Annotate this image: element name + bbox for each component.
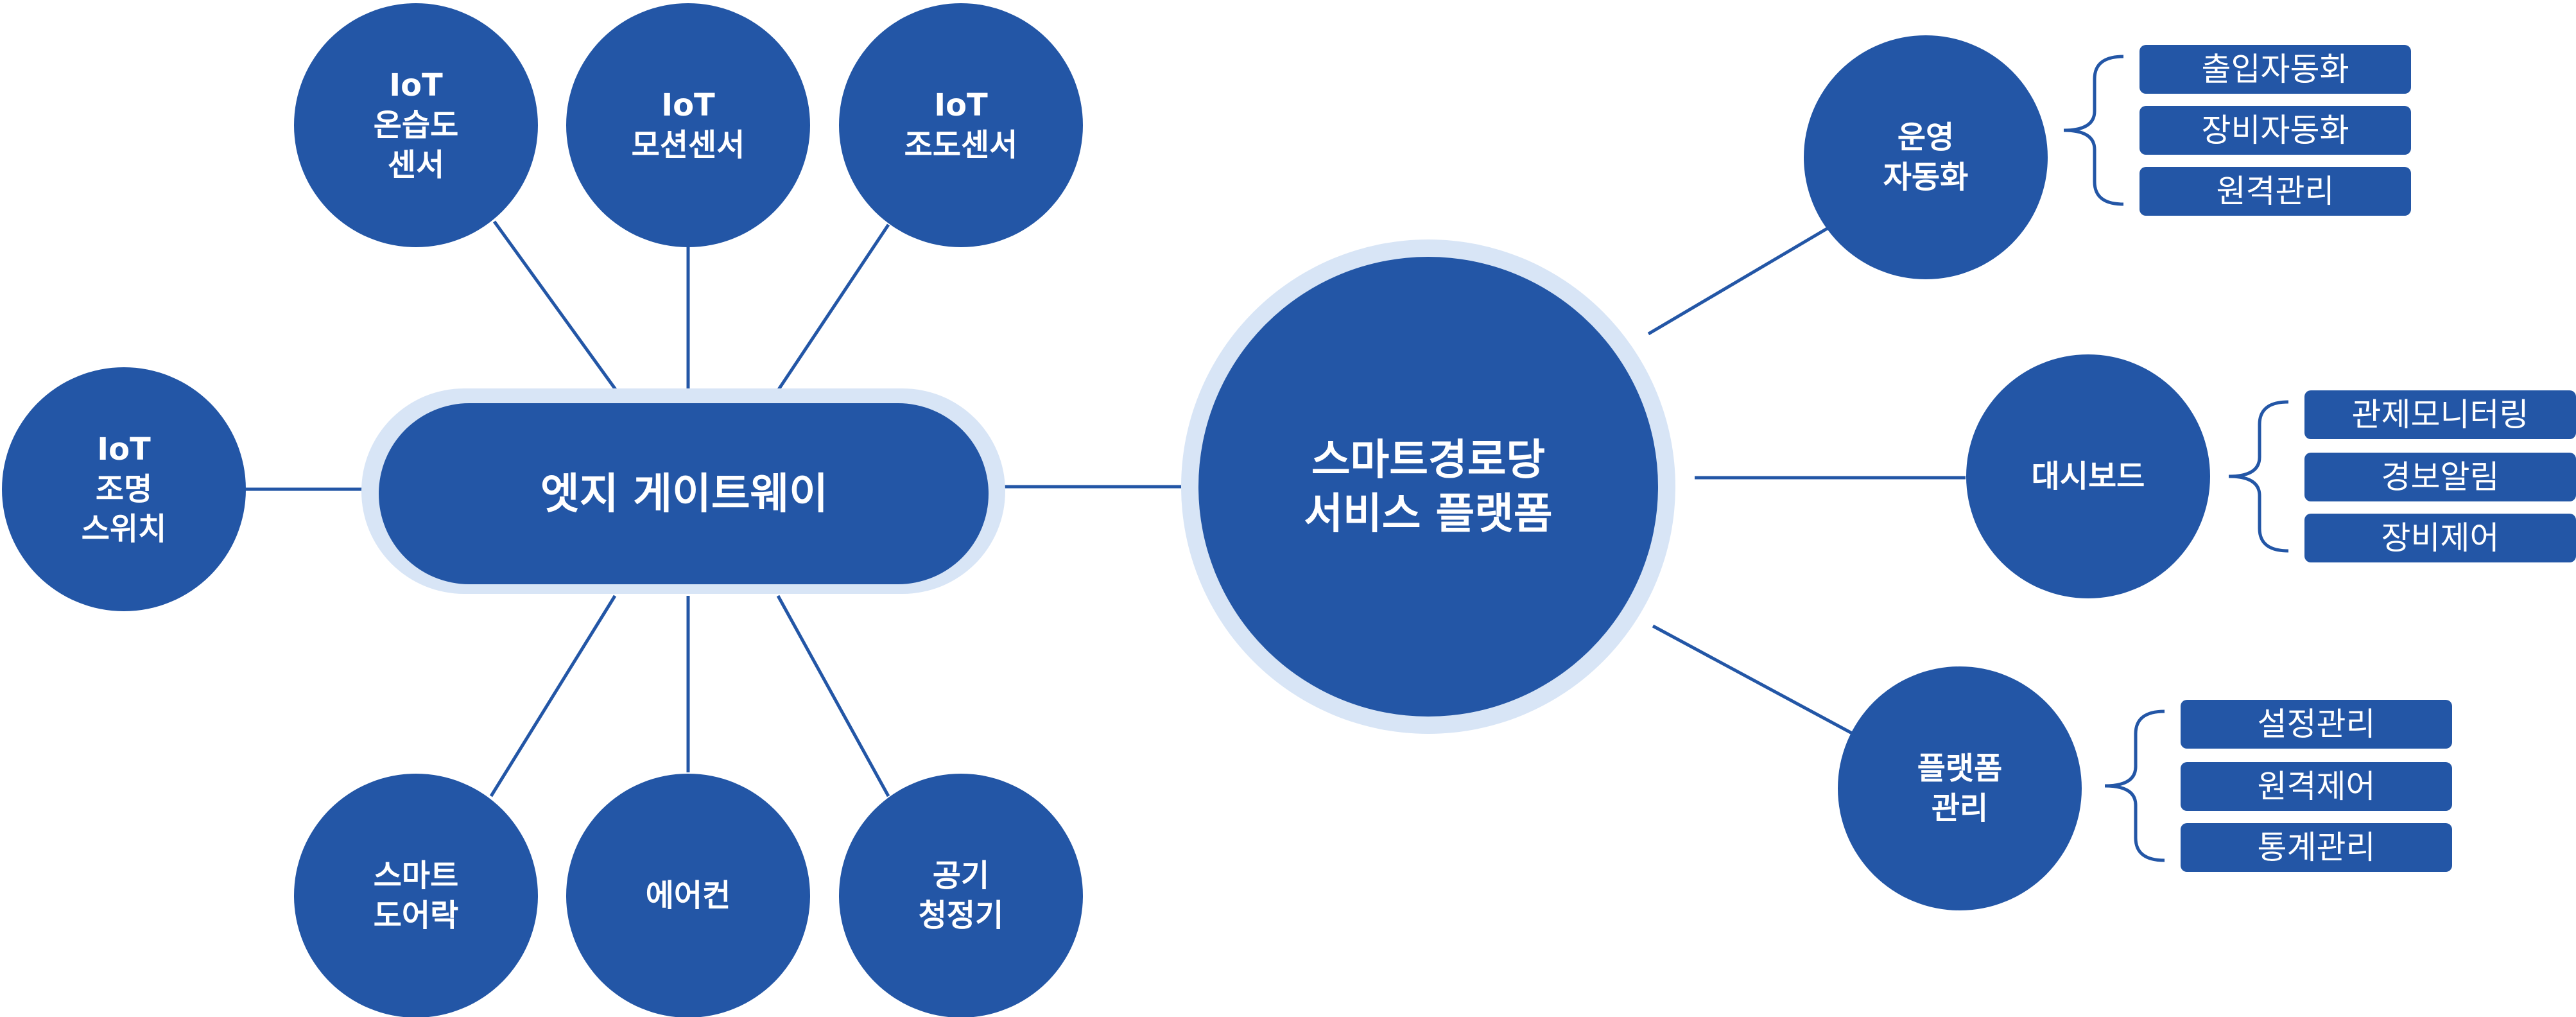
device-node-3: IoT 조도센서 — [839, 3, 1083, 247]
device-label: 스위치 — [82, 511, 166, 547]
device-circle — [566, 3, 810, 247]
device-connector-3 — [776, 223, 890, 392]
service-label: 운영 — [1897, 119, 1954, 155]
connector-layer — [244, 220, 1966, 797]
service-tag-label: 경보알림 — [2382, 458, 2500, 496]
device-connector-5 — [489, 595, 617, 797]
service-circle — [1838, 666, 2082, 910]
device-label: IoT — [389, 67, 443, 103]
service-tag-label: 장비자동화 — [2202, 112, 2349, 149]
platform-circle — [1198, 257, 1658, 717]
device-label: 모션센서 — [632, 127, 745, 163]
service-bracket — [2063, 55, 2124, 206]
device-circle — [294, 3, 538, 247]
device-label: IoT — [97, 431, 151, 467]
service-connector-1 — [1647, 226, 1829, 336]
device-circle — [2, 367, 246, 611]
gateway-pill — [379, 403, 989, 584]
device-label: IoT — [661, 87, 715, 123]
service-tag-label: 원격제어 — [2258, 768, 2376, 805]
service-tag-label: 통계관리 — [2258, 829, 2376, 866]
service-tag-label: 설정관리 — [2258, 706, 2376, 743]
device-label: 청정기 — [919, 898, 1003, 934]
service-tag-label: 장비제어 — [2382, 519, 2500, 557]
service-label: 대시보드 — [2032, 458, 2145, 494]
service-label: 자동화 — [1883, 159, 1968, 195]
service-tag-box — [2139, 106, 2411, 155]
device-label: 도어락 — [374, 898, 458, 934]
service-tag-box — [2304, 390, 2576, 439]
service-label: 플랫폼 — [1917, 751, 2002, 787]
service-tag-box — [2139, 167, 2411, 216]
device-node-6: 에어컨 — [566, 774, 810, 1017]
service-tag-box — [2139, 45, 2411, 94]
device-node-2: IoT 모션센서 — [566, 3, 810, 247]
device-circle — [839, 3, 1083, 247]
service-bracket — [2104, 709, 2165, 862]
service-label: 관리 — [1932, 790, 1988, 826]
gateway-label: 엣지 게이트웨이 — [540, 469, 828, 519]
device-label: 센서 — [388, 147, 444, 183]
service-tag-label: 관제모니터링 — [2352, 396, 2529, 433]
service-tag-box — [2304, 453, 2576, 501]
service-connector-3 — [1652, 624, 1853, 735]
service-tag-label: 출입자동화 — [2202, 51, 2349, 88]
service-tag-label: 원격관리 — [2217, 173, 2335, 210]
service-circle — [1966, 354, 2210, 598]
service-tag-box — [2181, 700, 2452, 749]
service-tag-box — [2304, 514, 2576, 562]
device-label: 조명 — [96, 471, 152, 507]
device-label: 공기 — [933, 858, 989, 894]
device-circle — [839, 774, 1083, 1017]
device-circle — [294, 774, 538, 1017]
service-tag-box — [2181, 823, 2452, 872]
service-bracket — [2228, 400, 2289, 553]
device-label: IoT — [934, 87, 988, 123]
platform-label: 서비스 플랫폼 — [1304, 489, 1552, 539]
device-circle — [566, 774, 810, 1017]
device-connector-7 — [776, 595, 890, 797]
device-label: 조도센서 — [904, 127, 1018, 163]
service-circle — [1804, 35, 2048, 279]
platform-label: 스마트경로당 — [1311, 435, 1545, 485]
device-connector-1 — [492, 220, 618, 392]
gateway-node: 엣지 게이트웨이 — [361, 388, 1005, 594]
device-label: 스마트 — [374, 858, 458, 894]
device-label: 온습도 — [374, 107, 458, 143]
service-tag-box — [2181, 762, 2452, 811]
device-label: 에어컨 — [646, 878, 730, 914]
